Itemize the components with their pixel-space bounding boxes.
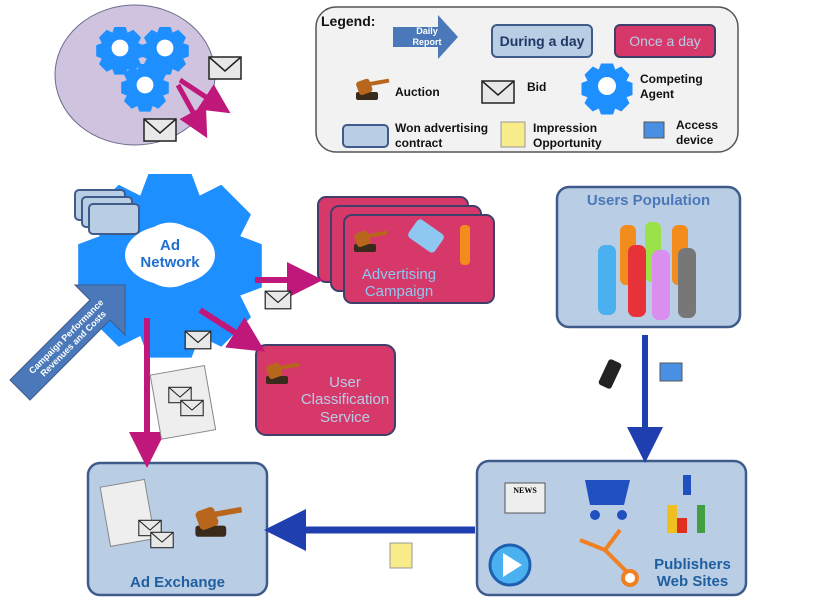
advertising-campaign-label: Advertising Campaign	[361, 266, 437, 301]
access-device-icon	[643, 121, 665, 139]
legend-auction: Auction	[395, 85, 440, 99]
legend-bid: Bid	[527, 80, 547, 94]
computer-icon	[659, 362, 683, 382]
envelope-icon	[143, 118, 177, 142]
users-population-label: Users Population	[586, 192, 711, 209]
advertising-campaign-box	[343, 214, 495, 304]
ad-network-label: Ad Network	[140, 237, 200, 272]
envelope-icon	[180, 399, 204, 417]
legend-impression: Impression Opportunity	[533, 121, 602, 150]
envelope-icon	[264, 290, 292, 310]
envelope-icon	[481, 80, 515, 104]
legend-once-day: Once a day	[629, 33, 701, 49]
network-icon	[579, 528, 639, 587]
handshake-icon	[342, 124, 389, 148]
once-day-swatch	[614, 24, 716, 58]
publishers-label: Publishers Web Sites	[654, 556, 731, 591]
gear-icon	[96, 27, 144, 75]
legend-competing-agent: Competing Agent	[640, 72, 703, 101]
user-classification-label: User Classification Service	[300, 374, 390, 426]
price-tag-icon	[408, 219, 444, 253]
phone-icon	[598, 359, 622, 389]
envelope-icon	[184, 330, 212, 350]
tetris-icon	[667, 475, 705, 533]
impression-icon	[389, 542, 413, 569]
people-icon	[598, 222, 696, 320]
impression-icon	[500, 121, 526, 148]
envelope-icon	[208, 56, 242, 80]
news-icon-text: NEWS	[513, 486, 537, 495]
person-icon	[460, 225, 470, 265]
daily-report-arrow	[393, 15, 458, 59]
cart-icon	[585, 480, 630, 505]
during-day-swatch	[491, 24, 593, 58]
ad-exchange-label: Ad Exchange	[129, 574, 226, 591]
legend-access-device: Access device	[676, 118, 719, 147]
gear-icon	[121, 64, 169, 112]
news-icon	[504, 482, 546, 514]
legend-title: Legend:	[321, 13, 376, 29]
legend-during-day: During a day	[499, 33, 585, 49]
report-arrow	[9, 284, 126, 401]
envelope-icon	[150, 531, 174, 549]
legend-daily-report: Daily Report	[412, 26, 442, 48]
legend-won-contract: Won advertising contract	[395, 121, 489, 150]
gear-icon	[581, 63, 633, 115]
arrow-to-ucs	[198, 307, 266, 352]
